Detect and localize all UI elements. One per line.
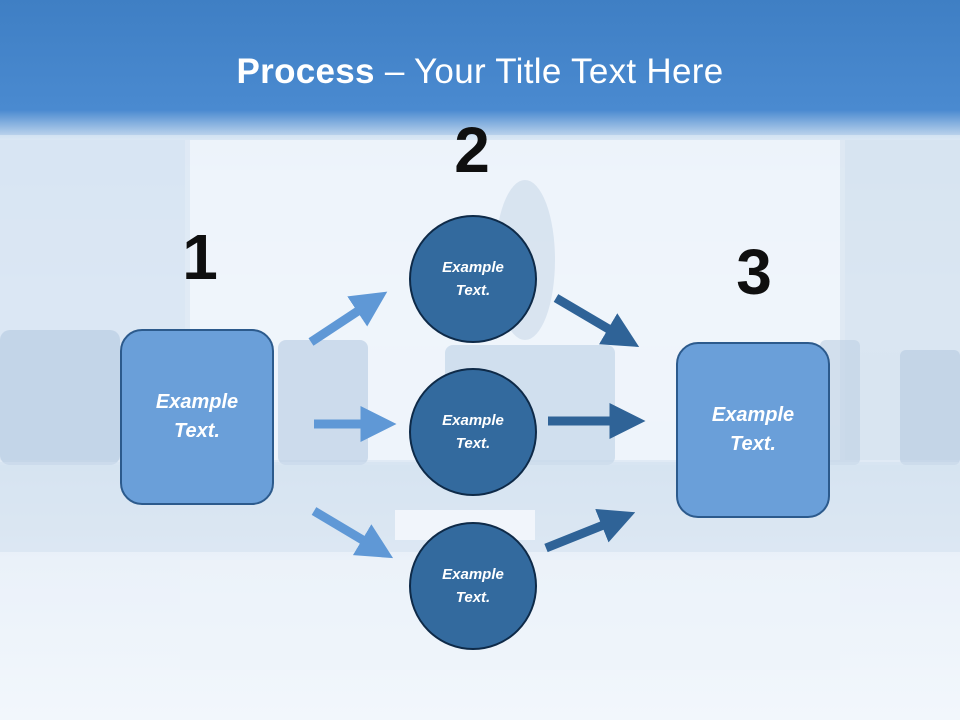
- right-box-line1: Example: [711, 404, 795, 426]
- circle-middle-line1: Example: [442, 412, 504, 429]
- arrow-left-to-top: [308, 291, 388, 346]
- step-number-3: 3: [736, 236, 772, 308]
- step-number-1: 1: [182, 221, 218, 293]
- arrow-bottom-to-right: [544, 508, 636, 553]
- title-bold: Process: [236, 52, 375, 91]
- slide-title: Process – Your Title Text Here: [0, 52, 960, 92]
- left-box-line1: Example: [155, 391, 239, 413]
- right-box-line2: Text.: [730, 433, 776, 455]
- title-rest: – Your Title Text Here: [374, 52, 724, 91]
- arrow-left-to-bottom: [311, 507, 394, 559]
- circle-top-line1: Example: [442, 259, 504, 276]
- circle-bottom-line2: Text.: [455, 589, 491, 606]
- circle-middle-line2: Text.: [455, 435, 491, 452]
- circle-bottom-line1: Example: [442, 566, 504, 583]
- circle-top-line2: Text.: [455, 282, 491, 299]
- arrow-top-to-right: [553, 294, 640, 347]
- step-number-2: 2: [454, 114, 490, 186]
- left-box-line2: Text.: [174, 420, 220, 442]
